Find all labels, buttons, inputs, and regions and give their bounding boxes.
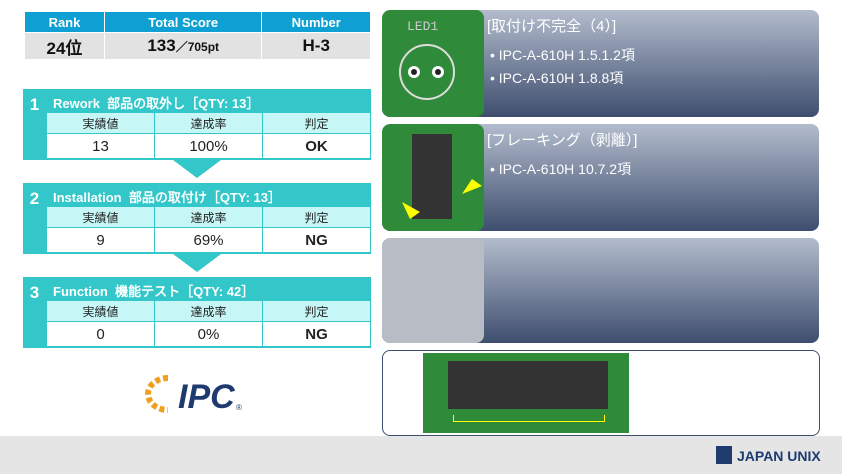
bullet-item: • IPC-A-610H 1.5.1.2項 — [490, 47, 635, 63]
col-header: 達成率 — [154, 112, 263, 134]
col-header: 実績値 — [46, 300, 155, 322]
card-title: [取付け不完全（4）] — [487, 18, 617, 35]
section-title: Installation 部品の取付け［QTY: 13］ — [53, 190, 282, 205]
bullet-item: • IPC-A-610H 10.7.2項 — [490, 161, 632, 177]
col-header: 判定 — [262, 300, 371, 322]
flow-arrow — [173, 254, 221, 272]
svg-text:®: ® — [236, 403, 242, 412]
footer: JAPAN UNIX — [0, 436, 842, 474]
actual-value: 0 — [46, 321, 155, 347]
rank-header: Rank — [24, 11, 105, 33]
company-name: JAPAN UNIX — [737, 448, 821, 464]
col-header: 実績値 — [46, 206, 155, 228]
defect-card-incomplete-mount: LED1 [取付け不完全（4）] • IPC-A-610H 1.5.1.2項 •… — [382, 10, 819, 117]
col-header: 達成率 — [154, 206, 263, 228]
photo-label: LED1 — [407, 19, 438, 34]
achievement-rate: 0% — [154, 321, 263, 347]
section-number: 3 — [29, 283, 40, 302]
defect-card-empty — [382, 238, 819, 343]
achievement-rate: 100% — [154, 133, 263, 159]
flow-arrow — [173, 160, 221, 178]
actual-value: 9 — [46, 227, 155, 253]
col-header: 判定 — [262, 206, 371, 228]
pcb-photo: LED1 — [382, 10, 484, 117]
judgement: NG — [262, 321, 371, 347]
bullet-text: IPC-A-610H 1.8.8項 — [498, 70, 624, 86]
number-header: Number — [261, 11, 371, 33]
defect-card-flaking: [フレーキング（剥離）] • IPC-A-610H 10.7.2項 — [382, 124, 819, 231]
judgement: NG — [262, 227, 371, 253]
achievement-rate: 69% — [154, 227, 263, 253]
section-number: 1 — [29, 95, 40, 114]
ic-photo-card — [382, 350, 820, 436]
rank-value: 24位 — [24, 32, 105, 60]
ipc-logo: IPC® — [138, 370, 248, 416]
col-header: 判定 — [262, 112, 371, 134]
photo-placeholder — [382, 238, 484, 343]
score-header: Total Score — [103, 11, 263, 33]
col-header: 達成率 — [154, 300, 263, 322]
section-title: Function 機能テスト［QTY: 42］ — [53, 284, 255, 299]
pcb-photo — [382, 124, 484, 231]
ic-photo — [423, 353, 629, 433]
actual-value: 13 — [46, 133, 155, 159]
bullet-item: • IPC-A-610H 1.8.8項 — [490, 70, 624, 86]
svg-text:IPC: IPC — [178, 378, 235, 416]
score: 133 — [147, 36, 176, 55]
col-header: 実績値 — [46, 112, 155, 134]
score-total: ／705pt — [175, 40, 220, 54]
section-title: Rework 部品の取外し［QTY: 13］ — [53, 96, 260, 111]
bullet-text: IPC-A-610H 1.5.1.2項 — [498, 47, 635, 63]
section-installation: 2 Installation 部品の取付け［QTY: 13］ 実績値達成率判定 … — [23, 183, 371, 254]
bullet-text: IPC-A-610H 10.7.2項 — [498, 161, 632, 177]
number-value: H-3 — [261, 32, 371, 60]
japan-unix-logo-icon — [716, 446, 732, 464]
section-number: 2 — [29, 189, 40, 208]
card-title: [フレーキング（剥離）] — [487, 132, 638, 149]
judgement: OK — [262, 133, 371, 159]
score-value: 133／705pt — [103, 32, 263, 60]
